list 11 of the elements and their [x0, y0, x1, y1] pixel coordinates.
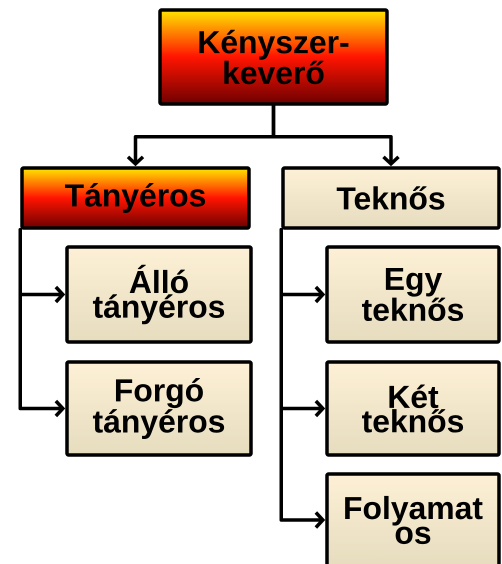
arrow [280, 228, 326, 529]
box: Két teknős [325, 360, 501, 457]
box: Folyamat os [325, 472, 501, 564]
arrow [272, 104, 400, 166]
box: Forgó tányéros [65, 360, 253, 457]
box: Teknős [281, 166, 501, 230]
box: Kényszer- keverő [158, 8, 389, 106]
box: Álló tányéros [65, 245, 253, 344]
box: Tányéros [20, 166, 251, 230]
box: Egy teknős [325, 245, 501, 344]
arrow [18, 228, 66, 418]
